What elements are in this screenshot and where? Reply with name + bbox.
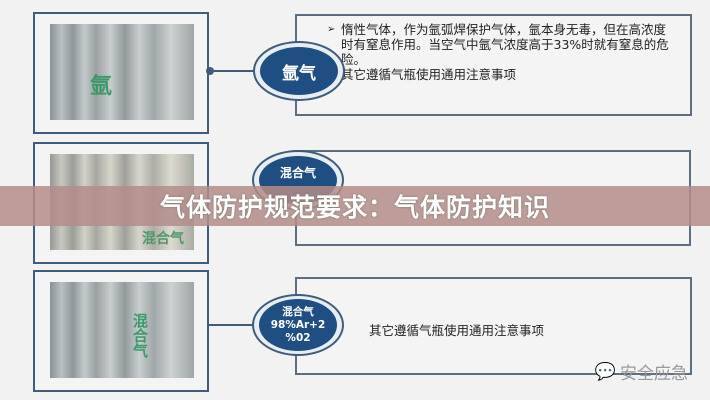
bullet-item: 其它遵循气瓶使用通用注意事项 xyxy=(327,67,678,82)
watermark-text: 安全应急 xyxy=(620,364,688,384)
banner-title: 气体防护规范要求：气体防护知识 xyxy=(159,193,550,222)
mixed-gas-label: 混合气 xyxy=(279,166,316,180)
argon-cylinders-photo: 氩 xyxy=(50,24,194,120)
cylinder-photo-frame-3: 混合气 xyxy=(33,270,209,392)
label-line: 混合气 xyxy=(282,305,314,318)
mixed-gas-98ar-label-oval: 混合气 98%Ar+2 %02 xyxy=(252,294,344,356)
argon-label-oval: 氩气 xyxy=(253,41,345,101)
info-text: 其它遵循气瓶使用通用注意事项 xyxy=(369,323,545,338)
argon-label: 氩气 xyxy=(282,63,316,84)
connector-line xyxy=(209,324,254,326)
wechat-icon: 💬 xyxy=(594,361,616,382)
connector-line xyxy=(209,70,254,72)
info-box-mixed-gas-98ar: 其它遵循气瓶使用通用注意事项 xyxy=(295,277,692,375)
bullet-item: 惰性气体，作为氩弧焊保护气体，氩本身无毒，但在高浓度时有窒息作用。当空气中氩气浓… xyxy=(327,22,678,67)
watermark: 💬安全应急 xyxy=(594,359,688,385)
cylinder-label: 混合气 xyxy=(142,231,184,247)
mixed-gas-cylinders-photo: 混合气 xyxy=(50,282,194,378)
cylinder-label: 氩 xyxy=(90,74,113,99)
title-banner: 气体防护规范要求：气体防护知识 xyxy=(0,186,710,226)
label-line: 98%Ar+2 xyxy=(270,318,326,331)
label-line: %02 xyxy=(285,331,311,344)
info-box-argon: 惰性气体，作为氩弧焊保护气体，氩本身无毒，但在高浓度时有窒息作用。当空气中氩气浓… xyxy=(295,14,692,116)
cylinder-label: 混合气 xyxy=(131,313,149,358)
cylinder-photo-frame-1: 氩 xyxy=(33,12,209,134)
